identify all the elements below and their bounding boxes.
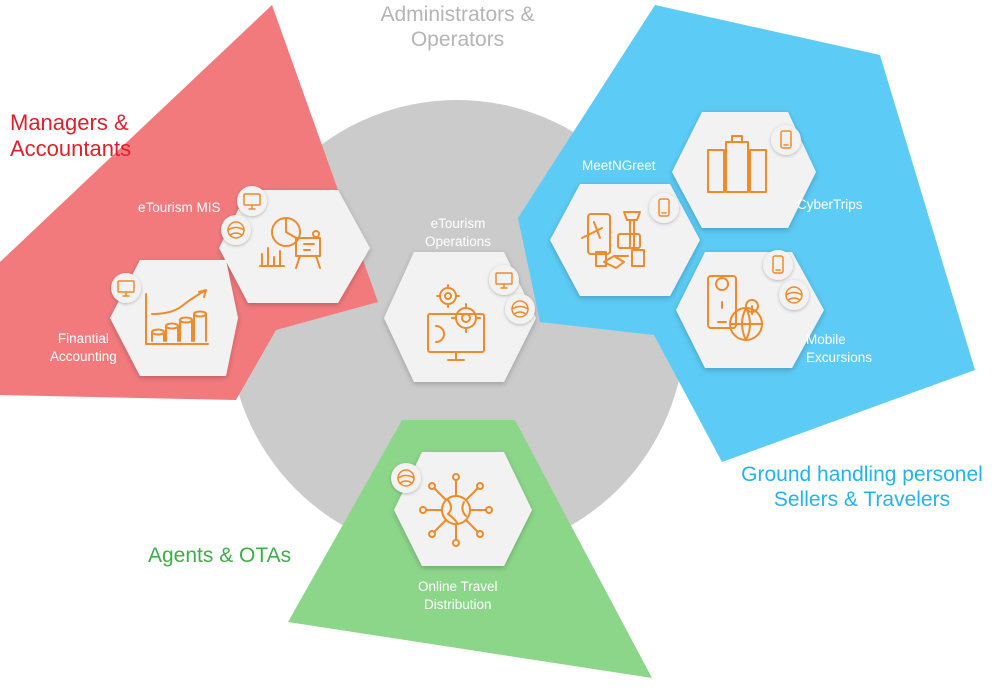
mobile-phone-icon [771,125,801,155]
module-label-etourism-mis: eTourism MIS [138,200,221,215]
hex-meetngreet[interactable] [550,184,700,296]
desktop-icon [489,265,519,295]
module-label-meetngreet: MeetNGreet [582,158,656,173]
globe-network-icon [419,473,493,547]
ground-region [518,5,975,462]
growth-coins-chart-icon [145,289,209,345]
web-globe-icon [779,280,809,310]
group-label-agents: Agents & OTAs [148,544,292,567]
hex-etourism-mis[interactable] [219,190,370,303]
web-globe-icon [391,463,421,493]
group-label-managers: Managers & Accountants [10,110,132,162]
mobile-phone-icon [763,250,793,280]
airport-handshake-icon [581,211,645,269]
web-globe-icon [221,215,251,245]
hex-mobile-excursions[interactable] [676,252,824,368]
module-label-etourism-operations: eTourism Operations [425,216,492,249]
web-globe-icon [505,294,535,324]
module-label-online-travel-distribution: Online Travel Distribution [418,579,498,612]
group-label-administrators: Administrators & Operators [380,3,535,52]
mobile-phone-icon [649,193,679,223]
analytics-presentation-icon [259,217,321,269]
mobile-map-globe-icon [707,275,763,341]
module-label-cybertrips: CyberTrips [797,197,863,212]
module-label-finantial-accounting: Finantial Accounting [50,331,117,364]
desktop-icon [237,186,267,216]
module-label-mobile-excursions: Mobile Excursions [806,332,873,365]
desktop-icon [111,273,141,303]
group-label-ground-handling: Ground handling personel Sellers & Trave… [741,463,983,512]
gears-monitor-icon [427,284,485,361]
luggage-icon [707,135,767,193]
